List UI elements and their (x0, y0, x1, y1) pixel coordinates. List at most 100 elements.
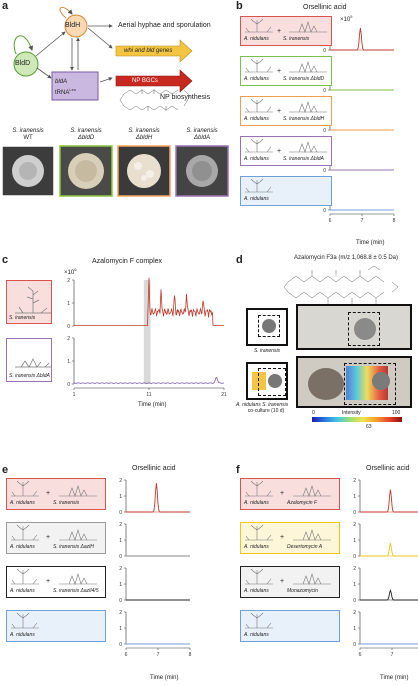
y-tick-label: 1 (353, 494, 356, 500)
streptomyces-sketch-icon (293, 572, 331, 585)
panel-b-xlabel: Time (min) (356, 240, 385, 246)
plus-sign: + (277, 148, 282, 155)
panel-d-schematic-bottom (246, 362, 288, 400)
panel-b-row-right-label: S. iranensis (283, 36, 310, 42)
panel-c-title: Azalomycin F complex (92, 258, 163, 265)
bldA-node (51, 71, 99, 101)
roi-box (348, 312, 380, 346)
colony-photo (372, 372, 390, 390)
y-tick-label: 1 (119, 626, 122, 632)
panel-b-trace-group: 3210 (323, 18, 394, 54)
y-tick-label: 0 (119, 642, 122, 648)
panel-b-row-left-label: A. nidulans (244, 36, 269, 42)
y-tick-label: 2 (119, 610, 122, 616)
chromatogram-trace (360, 588, 418, 601)
bldA-trna-label: tRNALeu (55, 86, 76, 97)
panel-f-row: A. nidulans (240, 610, 340, 642)
panel-b-trace-group: 3210 (323, 138, 394, 174)
y-tick-label: 0 (119, 554, 122, 560)
y-tick-label: 1 (119, 538, 122, 544)
panel-label-d: d (236, 254, 243, 266)
y-tick-label: 0 (323, 88, 326, 94)
output-np-biosynthesis: NP biosynthesis (160, 94, 211, 101)
panel-f-row: A. nidulans+Monazomycin (240, 566, 340, 598)
panel-b-row-left-label: A. nidulans (244, 116, 269, 122)
panel-e-row-right-label: S. iranensis ΔazlI4/5 (53, 588, 99, 594)
panel-b-trace-group: 3210 (323, 58, 394, 94)
y-tick-label: 2 (119, 566, 122, 572)
panel-d-top-label: S. iranensis (253, 348, 281, 354)
fungus-sketch-icon (245, 138, 273, 153)
output-np-bgcs: NP BGCs (132, 78, 158, 84)
panel-c-exponent: ×106 (64, 266, 76, 277)
streptomyces-sketch-icon (289, 140, 327, 153)
y-tick-label: 0 (119, 510, 122, 516)
panel-label-a: a (2, 0, 9, 12)
colony-wt (1, 145, 55, 197)
bldH-label: BldH (65, 22, 81, 29)
x-tick-label: 21 (221, 392, 227, 398)
y-tick-label: 0 (353, 510, 356, 516)
panel-b-row-left-label: A. nidulans (244, 156, 269, 162)
streptomyces-sketch-icon (59, 572, 97, 585)
panel-d-bottom-label: A. nidulans S. iranensis (236, 402, 288, 408)
fungus-sketch-icon (245, 612, 273, 629)
bldH-node (64, 14, 88, 38)
y-tick-label: 0 (119, 598, 122, 604)
x-tick-label: 6 (125, 652, 128, 658)
plus-sign: + (277, 68, 282, 75)
panel-e-row-left-label: A. nidulans (10, 500, 35, 506)
y-tick-label: 0 (323, 128, 326, 134)
colony-bldD (59, 145, 113, 197)
panel-d-title: Azalomycin F3a (m/z 1,068.8 ± 0.5 Da) (294, 255, 399, 261)
streptomyces-sketch-icon (289, 100, 327, 113)
colony-dot (262, 319, 276, 333)
fungus-sketch-icon (11, 524, 39, 541)
panel-b-row-right-label: S. iranensis ΔbldD (283, 76, 325, 82)
panel-e-row: A. nidulans+S. iranensis ΔazlH (6, 522, 106, 554)
regulatory-network-diagram (13, 6, 193, 111)
panel-label-c: c (2, 254, 9, 266)
plus-sign: + (46, 578, 51, 585)
bldA-label: bldA (55, 79, 68, 85)
y-tick-label: 1 (119, 582, 122, 588)
panel-f-row-right-label: Desertomycin A (287, 544, 323, 550)
plus-sign: + (277, 108, 282, 115)
streptomyces-sketch-icon (59, 528, 97, 541)
panel-f-row-left-label: A. nidulans (244, 632, 269, 638)
roi-box (344, 363, 396, 405)
panel-e-xlabel: Time (min) (150, 675, 179, 681)
panel-label-b: b (236, 0, 243, 12)
panel-f-title: Orsellinic acid (366, 465, 410, 472)
y-tick-label: 2 (119, 522, 122, 528)
panel-e-trace-group: 2 1 0 (119, 522, 190, 560)
colony-bldH (117, 145, 171, 197)
y-tick-label: 1 (67, 301, 70, 307)
panel-b-row-left-label: A. nidulans (244, 196, 269, 202)
panel-b-row-right-label: S. iranensis ΔbldH (283, 116, 325, 122)
panel-b-row-left-label: A. nidulans (244, 76, 269, 82)
panel-e-title: Orsellinic acid (132, 465, 176, 472)
roi-box (258, 368, 286, 396)
panel-b-row: A. nidulans (240, 176, 332, 206)
panel-e-row-left-label: A. nidulans (10, 632, 35, 638)
plus-sign: + (280, 578, 285, 585)
colorbar-mid: 63 (366, 424, 372, 430)
colony-dot (268, 374, 282, 388)
panel-c-row-wt-label: S. iranensis (9, 315, 36, 321)
panel-b-exponent: ×105 (340, 13, 352, 24)
fungus-sketch-icon (245, 480, 273, 497)
strain-label-bldH: S. iranensis ΔbldH (116, 128, 172, 142)
panel-c-row-bldA: S. iranensis ΔbldA (6, 338, 52, 382)
output-aerial-hyphae: Aerial hyphae and sporulation (118, 22, 211, 29)
panel-f-row: A. nidulans+Desertomycin A (240, 522, 340, 554)
plus-sign: + (280, 534, 285, 541)
y-tick-label: 0 (353, 642, 356, 648)
y-tick-label: 0 (323, 168, 326, 174)
y-tick-label: 0 (353, 598, 356, 604)
output-whi-bld-genes: whi and bld genes (124, 48, 173, 54)
y-tick-label: 1 (353, 538, 356, 544)
strain-bldD-line2: ΔbldD (77, 135, 95, 141)
